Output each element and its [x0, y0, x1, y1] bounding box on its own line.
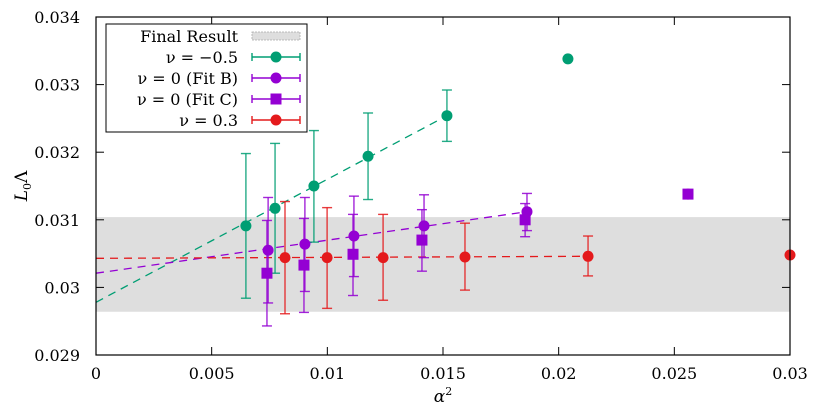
data-point-circle: [459, 251, 471, 263]
legend-marker-circle: [270, 72, 282, 84]
data-point-circle: [321, 252, 333, 264]
data-point-circle: [362, 150, 374, 162]
x-axis-label: α2: [434, 385, 452, 407]
y-tick-label: 0.031: [34, 211, 80, 230]
x-tick-label: 0: [91, 364, 101, 383]
final-result-band-rect: [96, 217, 790, 312]
legend-marker-circle: [270, 51, 282, 63]
data-point-square: [682, 188, 694, 200]
y-tick-label: 0.03: [44, 278, 80, 297]
data-point-square: [416, 234, 428, 246]
legend-label: ν = 0 (Fit C): [137, 90, 238, 109]
data-point-square: [298, 259, 310, 271]
data-points: [240, 53, 796, 279]
y-tick-label: 0.033: [34, 76, 80, 95]
legend: Final Result ν = −0.5 ν = 0 (Fit B) ν = 0 (…: [105, 23, 308, 133]
y-tick-label: 0.032: [34, 143, 80, 162]
x-tick-label: 0.015: [420, 364, 466, 383]
data-point-square: [261, 267, 273, 279]
y-axis-ticks: 0.029 0.03 0.031 0.032 0.033 0.034: [34, 8, 790, 365]
legend-label: ν = −0.5: [166, 48, 238, 67]
x-tick-label: 0.01: [310, 364, 346, 383]
x-tick-label: 0.025: [651, 364, 697, 383]
data-point-circle: [562, 53, 574, 65]
fit-line: [95, 255, 589, 259]
legend-marker-square: [270, 93, 282, 105]
data-point-circle: [377, 252, 389, 264]
data-point-circle: [240, 220, 252, 232]
data-point-circle: [269, 202, 281, 214]
data-point-circle: [308, 180, 320, 192]
y-axis-label: L0Λ: [12, 170, 34, 202]
data-point-circle: [299, 238, 311, 250]
legend-label: ν = 0.3: [179, 111, 238, 130]
legend-marker-circle: [270, 114, 282, 126]
x-tick-label: 0.02: [541, 364, 577, 383]
data-point-circle: [348, 230, 360, 242]
legend-label: ν = 0 (Fit B): [137, 69, 238, 88]
data-point-circle: [279, 252, 291, 264]
data-point-square: [519, 214, 531, 226]
data-point-square: [347, 248, 359, 260]
x-tick-label: 0.005: [189, 364, 235, 383]
x-axis-ticks: 0 0.005 0.01 0.015 0.02 0.025 0.03: [91, 17, 808, 383]
data-point-circle: [441, 110, 453, 122]
x-tick-label: 0.03: [772, 364, 808, 383]
data-point-circle: [582, 250, 594, 262]
legend-swatch-band: [251, 31, 301, 41]
legend-label: Final Result: [140, 27, 238, 46]
data-point-circle: [262, 244, 274, 256]
y-tick-label: 0.034: [34, 8, 80, 27]
data-point-circle: [418, 220, 430, 232]
final-result-band: [96, 217, 790, 312]
y-tick-label: 0.029: [34, 346, 80, 365]
